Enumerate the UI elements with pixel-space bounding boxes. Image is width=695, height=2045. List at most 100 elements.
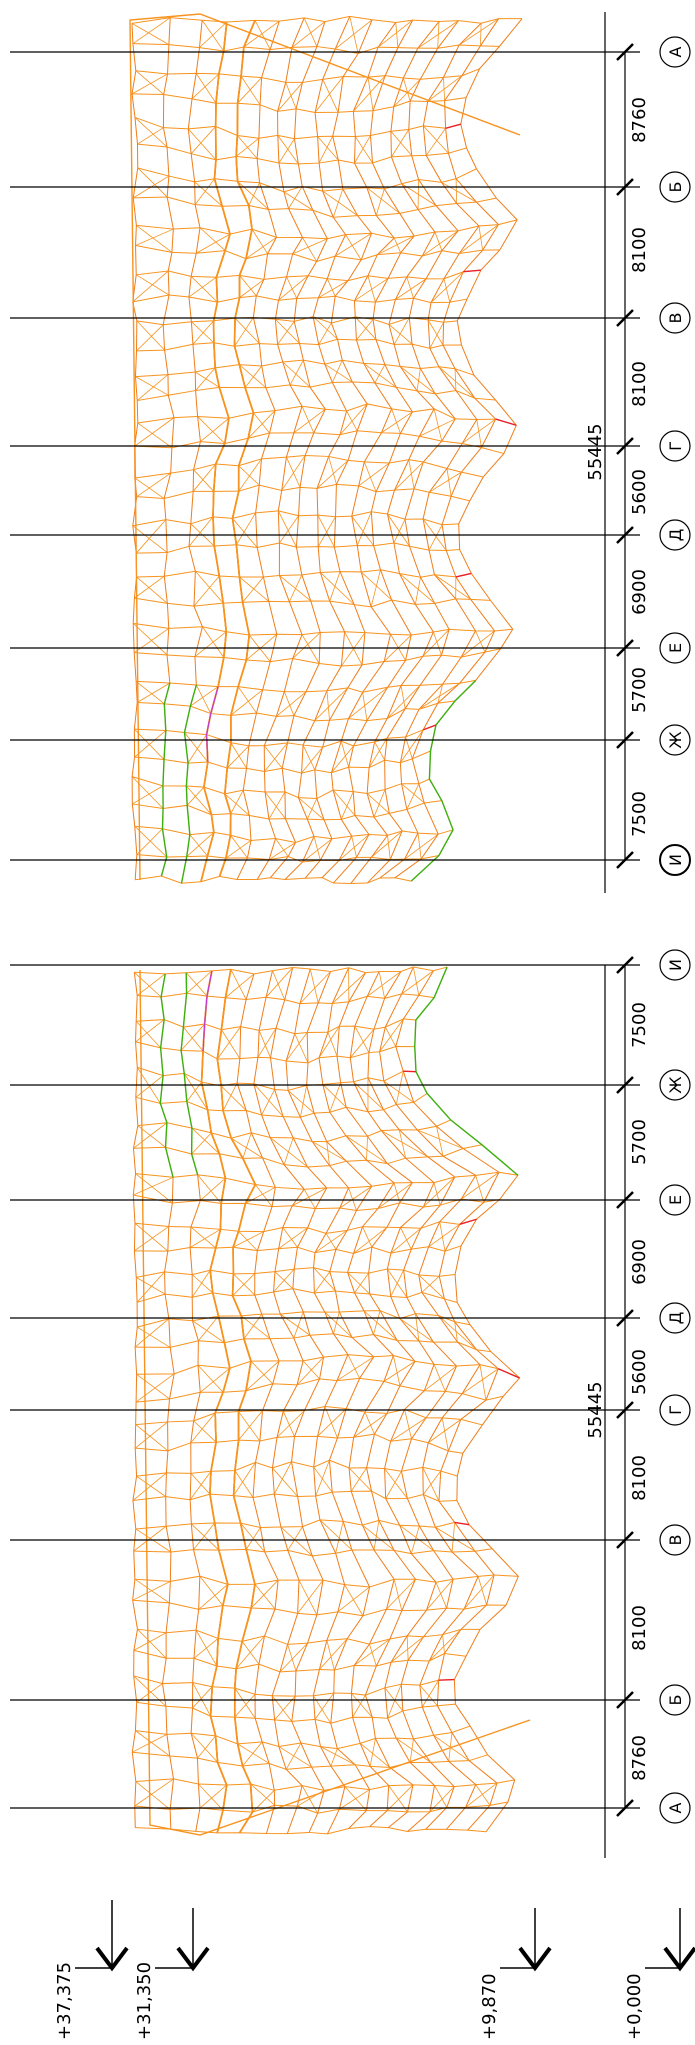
lower-tick-7: [616, 1076, 634, 1094]
lower-mesh-col-7: [269, 967, 328, 1833]
svg-text:Г: Г: [666, 441, 685, 451]
lower-tick-8: [616, 956, 634, 974]
axis-bubble-lower-8: И: [659, 949, 691, 981]
lower-tick-1: [616, 1799, 634, 1817]
elevation-marks: +37,375 +31,350 +9,870 +0,000: [54, 1900, 695, 2040]
lower-green-line-1: [159, 973, 174, 1178]
axis-bubble-upper-1: И: [659, 844, 691, 876]
lower-mesh-col-11: [336, 972, 417, 1829]
lower-mesh-wireframe: [131, 966, 531, 1836]
lower-mesh-row-24: [134, 1574, 519, 1588]
upper-mesh-row-28: [134, 724, 437, 748]
lower-mesh-row-4: [137, 1066, 417, 1091]
upper-shell-outline: [129, 13, 521, 881]
upper-red-accent-22: [455, 572, 472, 578]
lower-mesh-col-8: [285, 968, 350, 1835]
lower-spacing-6: 5700: [629, 1119, 650, 1165]
upper-red-accent-4: [445, 123, 461, 129]
upper-spacing-2: 5700: [629, 667, 650, 713]
lower-magenta-accent: [202, 970, 213, 1052]
lower-mesh-row-20: [136, 1459, 458, 1477]
lower-mesh-row-8: [135, 1171, 518, 1190]
svg-text:В: В: [666, 1535, 685, 1546]
axis-bubble-upper-4: Д: [659, 519, 691, 551]
upper-tick-5: [616, 437, 634, 455]
upper-mesh-col-8: [284, 16, 351, 880]
lower-mesh-row-15: [135, 1333, 492, 1353]
elevation-mark-4: +0,000: [624, 1908, 695, 2040]
lower-spacing-2: 8100: [629, 1605, 650, 1651]
svg-text:В: В: [666, 313, 685, 324]
lower-tick-6: [616, 1191, 634, 1209]
upper-mesh-row-19: [136, 483, 470, 502]
svg-text:Б: Б: [666, 182, 685, 193]
upper-mesh-row-25: [134, 648, 501, 667]
lower-spacing-5: 6900: [629, 1239, 650, 1285]
upper-tick-7: [616, 178, 634, 196]
upper-mesh-row-15: [137, 381, 496, 402]
lower-mesh-row-12: [136, 1267, 456, 1278]
upper-red-accent-28: [422, 724, 437, 731]
lower-mesh-row-18: [135, 1406, 483, 1426]
upper-tick-6: [616, 309, 634, 327]
upper-mesh-row-11: [132, 294, 468, 304]
elevation-label-1: +37,375: [54, 1962, 75, 2040]
upper-green-line-2: [180, 684, 198, 884]
upper-magenta-accent: [205, 686, 219, 763]
lower-mesh-row-6: [137, 1119, 451, 1143]
upper-tick-8: [616, 43, 634, 61]
lower-green-line-3: [414, 966, 519, 1176]
upper-mesh-row-8: [136, 219, 518, 240]
axis-bubble-lower-3: В: [659, 1524, 691, 1556]
lower-mesh-col-0: [131, 972, 139, 1828]
axis-bubble-upper-3: Е: [659, 632, 691, 664]
upper-mesh-row-20: [132, 510, 459, 527]
lower-dimension-ticks: [616, 956, 634, 1817]
upper-mesh-row-0: [131, 15, 523, 24]
lower-spacing-7: 7500: [629, 1002, 650, 1048]
upper-spacing-5: 8100: [629, 361, 650, 407]
svg-text:И: И: [666, 959, 685, 971]
axis-bubble-lower-5: Д: [659, 1302, 691, 1334]
upper-axis-gridlines: [10, 51, 640, 861]
upper-green-line-1: [160, 682, 171, 877]
lower-mesh-col-12: [349, 971, 437, 1832]
upper-red-accent-16: [495, 418, 517, 426]
axis-bubble-upper-6: В: [659, 302, 691, 334]
lower-tick-4: [616, 1401, 634, 1419]
upper-mesh-row-4: [134, 116, 461, 140]
lower-mesh-row-3: [135, 1041, 415, 1064]
upper-mesh-row-6: [137, 167, 477, 193]
upper-dimension-ticks: [616, 43, 634, 869]
lower-shell-outline: [139, 969, 531, 1836]
axis-bubble-lower-4: Г: [659, 1394, 691, 1426]
axis-bubble-lower-6: Е: [659, 1184, 691, 1216]
lower-red-accent-28: [438, 1678, 455, 1681]
upper-tick-2: [616, 731, 634, 749]
upper-red-accent-10: [463, 269, 481, 273]
lower-mesh-row-32: [135, 1778, 515, 1791]
axis-bubble-lower-1: А: [659, 1792, 691, 1824]
lower-tick-2: [616, 1691, 634, 1709]
upper-spacing-3: 6900: [629, 569, 650, 615]
svg-text:А: А: [666, 1802, 685, 1813]
axis-bubble-upper-2: Ж: [659, 724, 691, 756]
svg-text:Д: Д: [666, 1312, 685, 1325]
upper-mesh-row-22: [136, 569, 472, 578]
upper-mesh-row-17: [134, 430, 504, 455]
upper-spacing-7: 8760: [629, 97, 650, 143]
elevation-label-3: +9,870: [479, 1973, 500, 2040]
upper-tick-3: [616, 639, 634, 657]
lower-spacing-3: 8100: [629, 1455, 650, 1501]
lower-mesh-col-15: [395, 970, 500, 1831]
upper-green-line-3: [410, 679, 477, 882]
svg-text:А: А: [666, 46, 685, 57]
elevation-mark-2: +31,350: [134, 1908, 210, 2040]
upper-mesh-wireframe: [129, 13, 523, 884]
svg-text:Д: Д: [666, 529, 685, 542]
lower-mesh-row-19: [135, 1433, 463, 1454]
upper-structural-view: 55445 7500 5700 6900 5600 8100 8100 8760…: [10, 12, 691, 893]
upper-mesh-row-18: [134, 454, 484, 479]
svg-text:И: И: [666, 854, 685, 866]
